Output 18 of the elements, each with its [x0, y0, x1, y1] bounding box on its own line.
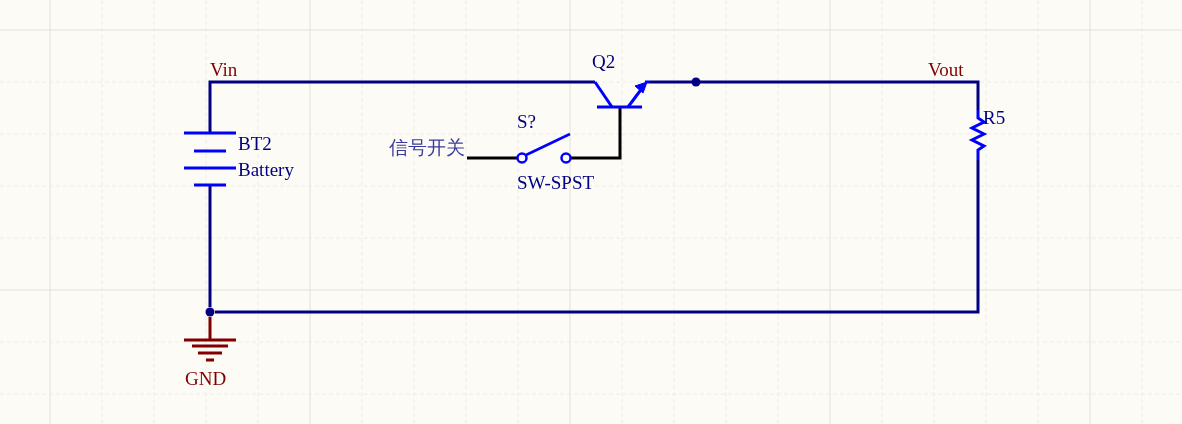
component-designator: S?	[517, 111, 536, 132]
component-designator: R5	[983, 107, 1006, 128]
wire	[700, 80, 980, 110]
wire	[215, 160, 980, 314]
component-value: SW-SPST	[517, 172, 595, 193]
wire	[208, 80, 595, 133]
wire	[467, 156, 517, 160]
wire	[208, 317, 212, 340]
component-designator: Q2	[592, 51, 616, 72]
signal-label: 信号开关	[389, 137, 465, 158]
wire	[570, 107, 622, 160]
net-label: Vin	[210, 59, 238, 80]
wire	[208, 185, 212, 307]
component-value: Battery	[238, 159, 294, 180]
net-label: GND	[185, 368, 227, 389]
component-designator: BT2	[238, 133, 272, 154]
wire	[650, 80, 692, 84]
net-label: Vout	[928, 59, 964, 80]
